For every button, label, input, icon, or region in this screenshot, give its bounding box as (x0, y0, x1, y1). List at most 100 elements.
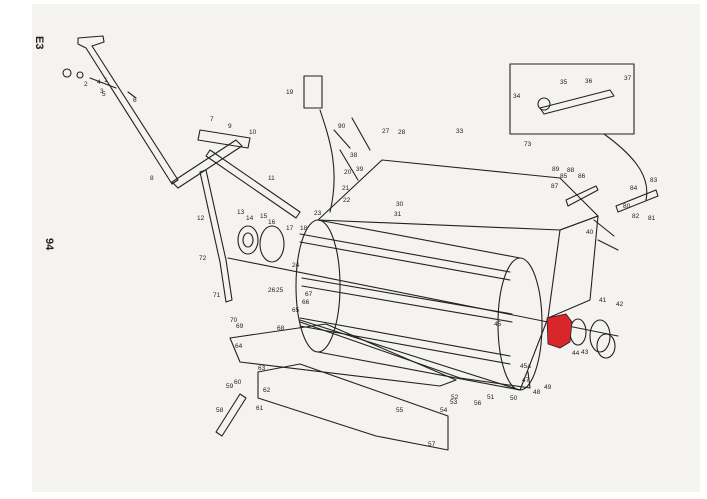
callout-38: 38 (350, 152, 358, 159)
callout-10: 10 (249, 129, 257, 136)
callout-58: 58 (216, 407, 224, 414)
right-lever-bar (565, 185, 599, 207)
callout-70: 70 (230, 317, 238, 324)
callout-19: 19 (286, 89, 294, 96)
callout-44: 44 (572, 350, 580, 357)
callout-27: 27 (382, 128, 390, 135)
callout-15: 15 (260, 213, 268, 220)
upper-link-2 (339, 149, 359, 181)
callout-42: 42 (616, 301, 624, 308)
callout-47: 47 (522, 377, 530, 384)
callout-7: 7 (210, 116, 214, 123)
callout-88: 88 (567, 167, 575, 174)
support-leg (199, 169, 233, 303)
callout-73: 73 (524, 141, 532, 148)
callout-62: 62 (263, 387, 271, 394)
bolt-part (89, 77, 117, 89)
callout-53: 53 (450, 399, 458, 406)
rasp-bar-3 (299, 317, 511, 365)
callout-33: 33 (456, 128, 464, 135)
feed-rod-curve (319, 109, 335, 213)
housing-right-wall (547, 215, 599, 319)
callout-45: 45 (494, 321, 502, 328)
callout-3: 3 (100, 88, 104, 95)
callout-69: 69 (236, 323, 244, 330)
door-hinge-arm (215, 393, 247, 437)
drum-top-edge (317, 219, 521, 259)
highlighted-bearing-housing-body (546, 313, 573, 349)
rasp-bar-1 (299, 233, 511, 281)
paper-background (32, 4, 700, 492)
callout-82: 82 (632, 213, 640, 220)
callout-28: 28 (398, 129, 406, 136)
lower-tray (229, 323, 457, 387)
callout-41: 41 (599, 297, 607, 304)
callout-18: 18 (300, 225, 308, 232)
housing-top-plate (317, 159, 599, 231)
callout-36: 36 (585, 78, 593, 85)
callout-86: 86 (578, 173, 586, 180)
lever-link-bar (171, 139, 243, 189)
callout-34: 34 (513, 93, 521, 100)
bearing-left-inner (242, 232, 254, 248)
callout-21: 21 (342, 185, 350, 192)
callout-84: 84 (630, 185, 638, 192)
callout-48: 48 (533, 389, 541, 396)
callout-8: 8 (150, 175, 154, 182)
feed-rod-box (303, 75, 323, 109)
callout-80: 80 (623, 203, 631, 210)
callout-4: 4 (97, 79, 101, 86)
drum-bottom-edge (317, 351, 521, 391)
callout-87: 87 (551, 183, 559, 190)
bearing-left (237, 225, 259, 255)
upper-link-1 (333, 117, 371, 151)
nut-part (76, 71, 84, 79)
detail-bracket-arm (539, 89, 615, 115)
callout-12: 12 (197, 215, 205, 222)
callout-2: 2 (84, 81, 88, 88)
callout-37: 37 (624, 75, 632, 82)
callout-52: 52 (451, 394, 459, 401)
callout-45a: 45a (520, 363, 531, 370)
callout-35: 35 (560, 79, 568, 86)
callout-22: 22 (343, 197, 351, 204)
callout-81: 81 (648, 215, 656, 222)
seal-ring (589, 319, 611, 353)
callout-17: 17 (286, 225, 294, 232)
concave-grate (299, 321, 531, 389)
bolt-part-2 (127, 91, 137, 99)
callout-24: 24 (292, 262, 300, 269)
callout-64: 64 (235, 343, 243, 350)
page-number: 94 (43, 238, 55, 251)
callout-13: 13 (237, 209, 245, 216)
callout-14: 14 (246, 215, 254, 222)
section-code: E3 (33, 36, 45, 49)
callout-61: 61 (256, 405, 264, 412)
callout-49: 49 (544, 384, 552, 391)
pivot-bracket (197, 129, 251, 149)
callout-56: 56 (474, 400, 482, 407)
callout-85: 85 (560, 173, 568, 180)
callout-60: 60 (234, 379, 242, 386)
callout-89: 89 (552, 166, 560, 173)
callout-26: 26 (268, 287, 276, 294)
callout-65: 65 (292, 307, 300, 314)
callout-71: 71 (213, 292, 221, 299)
callout-11: 11 (268, 175, 275, 182)
callout-50: 50 (510, 395, 518, 402)
detail-pivot-ring (537, 97, 551, 111)
right-link-rod (615, 189, 659, 213)
callout-55: 55 (396, 407, 404, 414)
callout-25: 25 (276, 287, 284, 294)
callout-83: 83 (650, 177, 658, 184)
callout-67: 67 (305, 291, 313, 298)
callout-90: 90 (338, 123, 346, 130)
callout-68: 68 (277, 325, 285, 332)
washer-part (62, 68, 72, 78)
callout-31: 31 (394, 211, 402, 218)
callout-20: 20 (344, 169, 352, 176)
callout-23: 23 (314, 210, 322, 217)
